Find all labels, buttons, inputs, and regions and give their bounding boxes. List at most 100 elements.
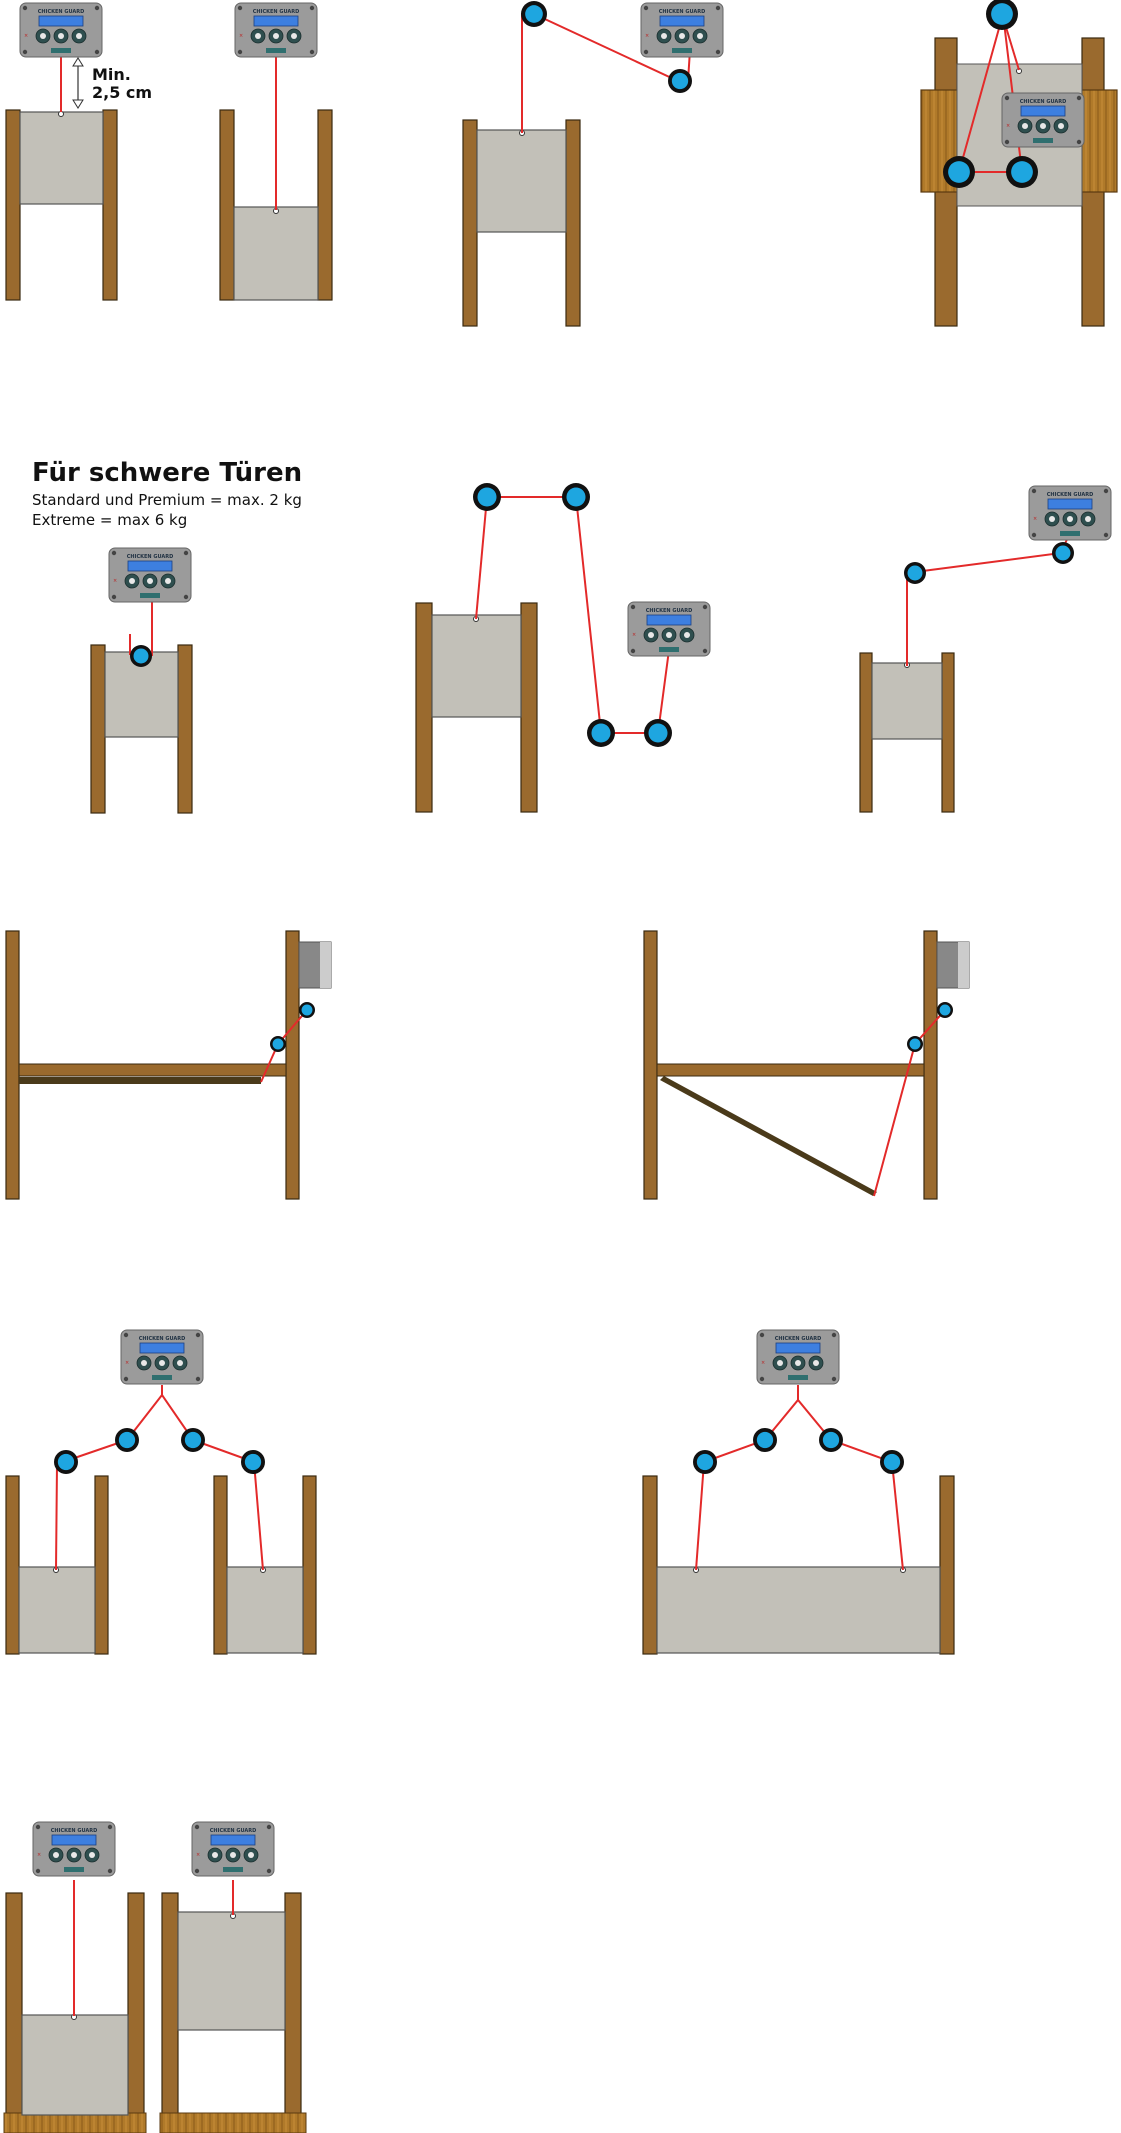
down-arrow-icon [89,1852,95,1858]
mounting-screw [702,648,708,654]
brand-logo-text: CHICKEN GUARD [139,1336,185,1342]
mounting-screw [309,49,315,55]
base-board [3,2112,147,2133]
pulley-wheel [907,1036,923,1052]
mounting-screw [107,1868,113,1874]
device-lcd-screen [659,15,705,27]
mounting-screw [1103,488,1109,494]
close-icon: × [37,1852,41,1858]
mounting-screw [831,1376,837,1382]
wooden-post [5,1475,20,1655]
up-arrow-icon [1022,123,1028,129]
wooden-post [94,1475,109,1655]
pulley-hub [118,1431,136,1449]
door-opener-device: CHICKEN GUARD × [1028,485,1112,541]
wooden-post [642,1475,658,1655]
down-arrow-icon [177,1360,183,1366]
doors [18,63,1083,2116]
power-icon [147,578,153,584]
wooden-post [565,119,581,327]
device-lcd-screen [38,15,84,27]
pulley-wheel [943,156,975,188]
up-arrow-icon [53,1852,59,1858]
mounting-screw [1076,95,1082,101]
mounting-screw [643,49,649,55]
brand-logo-text: CHICKEN GUARD [38,9,84,15]
door-opener-device: CHICKEN GUARD × [19,2,103,58]
device-lcd-screen [139,1342,185,1354]
device-lcd-screen [775,1342,821,1354]
pulley-wheel [668,69,692,93]
pulley-hub [648,723,668,743]
pulley-wheel [54,1450,78,1474]
down-arrow-icon [813,1360,819,1366]
down-arrow-icon [291,33,297,39]
close-icon: × [125,1360,129,1366]
pull-cable [55,1393,264,1571]
pulley-hub [948,161,970,183]
pulley-wheel [693,1450,717,1474]
pulley-wheel [299,1002,315,1018]
mounting-screw [1004,139,1010,145]
sliding-door [656,1566,941,1654]
mounting-screw [702,604,708,610]
device-lcd-screen [253,15,299,27]
up-arrow-icon [661,33,667,39]
model-badge [140,593,160,598]
brand-logo-text: CHICKEN GUARD [51,1828,97,1834]
door-opener-device: CHICKEN GUARD× [191,1821,275,1877]
mounting-screw [831,1332,837,1338]
power-icon [230,1852,236,1858]
mounting-screw [107,1824,113,1830]
mounting-screw [1004,95,1010,101]
mounting-screw [111,594,117,600]
pulley-wheel [270,1036,286,1052]
brand-logo-text: CHICKEN GUARD [646,608,692,614]
brand-logo-text: CHICKEN GUARD [253,9,299,15]
wooden-post [317,109,333,301]
pulley-hub [909,1038,921,1050]
clearance-arrow-down-icon [72,99,84,109]
model-badge [659,647,679,652]
pulleys [54,0,1074,1474]
door-opener-device: CHICKEN GUARD× [756,1329,840,1385]
down-arrow-icon [76,33,82,39]
mounting-screw [123,1332,129,1338]
cables [55,13,1069,2016]
mounting-screw [630,648,636,654]
mounting-screw [94,49,100,55]
pulley-wheel [880,1450,904,1474]
wooden-post [5,930,20,1200]
model-badge [672,48,692,53]
base-board [159,2112,307,2133]
door-opener-device: CHICKEN GUARD× [627,601,711,657]
up-arrow-icon [141,1360,147,1366]
wooden-post [415,602,433,813]
door-opener-device: CHICKEN GUARD× [640,2,724,58]
pulley-wheel [753,1428,777,1452]
pulley-hub [301,1004,313,1016]
up-arrow-icon [255,33,261,39]
mounting-screw [1076,139,1082,145]
model-badge [51,48,71,53]
power-icon [71,1852,77,1858]
wooden-post [161,1892,179,2120]
power-icon [1040,123,1046,129]
close-icon: × [24,33,28,39]
model-badge [788,1375,808,1380]
pull-cable [906,536,1069,666]
wooden-post [213,1475,228,1655]
pulley-hub [696,1453,714,1471]
crossbar [656,1063,925,1077]
close-icon: × [1033,516,1037,522]
model-badge [152,1375,172,1380]
brand-logo-text: CHICKEN GUARD [1047,492,1093,498]
model-badge [266,48,286,53]
pulley-wheel [115,1428,139,1452]
sliding-door [177,1911,286,2031]
pulley-wheel [937,1002,953,1018]
down-arrow-icon [1085,516,1091,522]
mounting-screw [266,1824,272,1830]
mounting-screw [195,1332,201,1338]
